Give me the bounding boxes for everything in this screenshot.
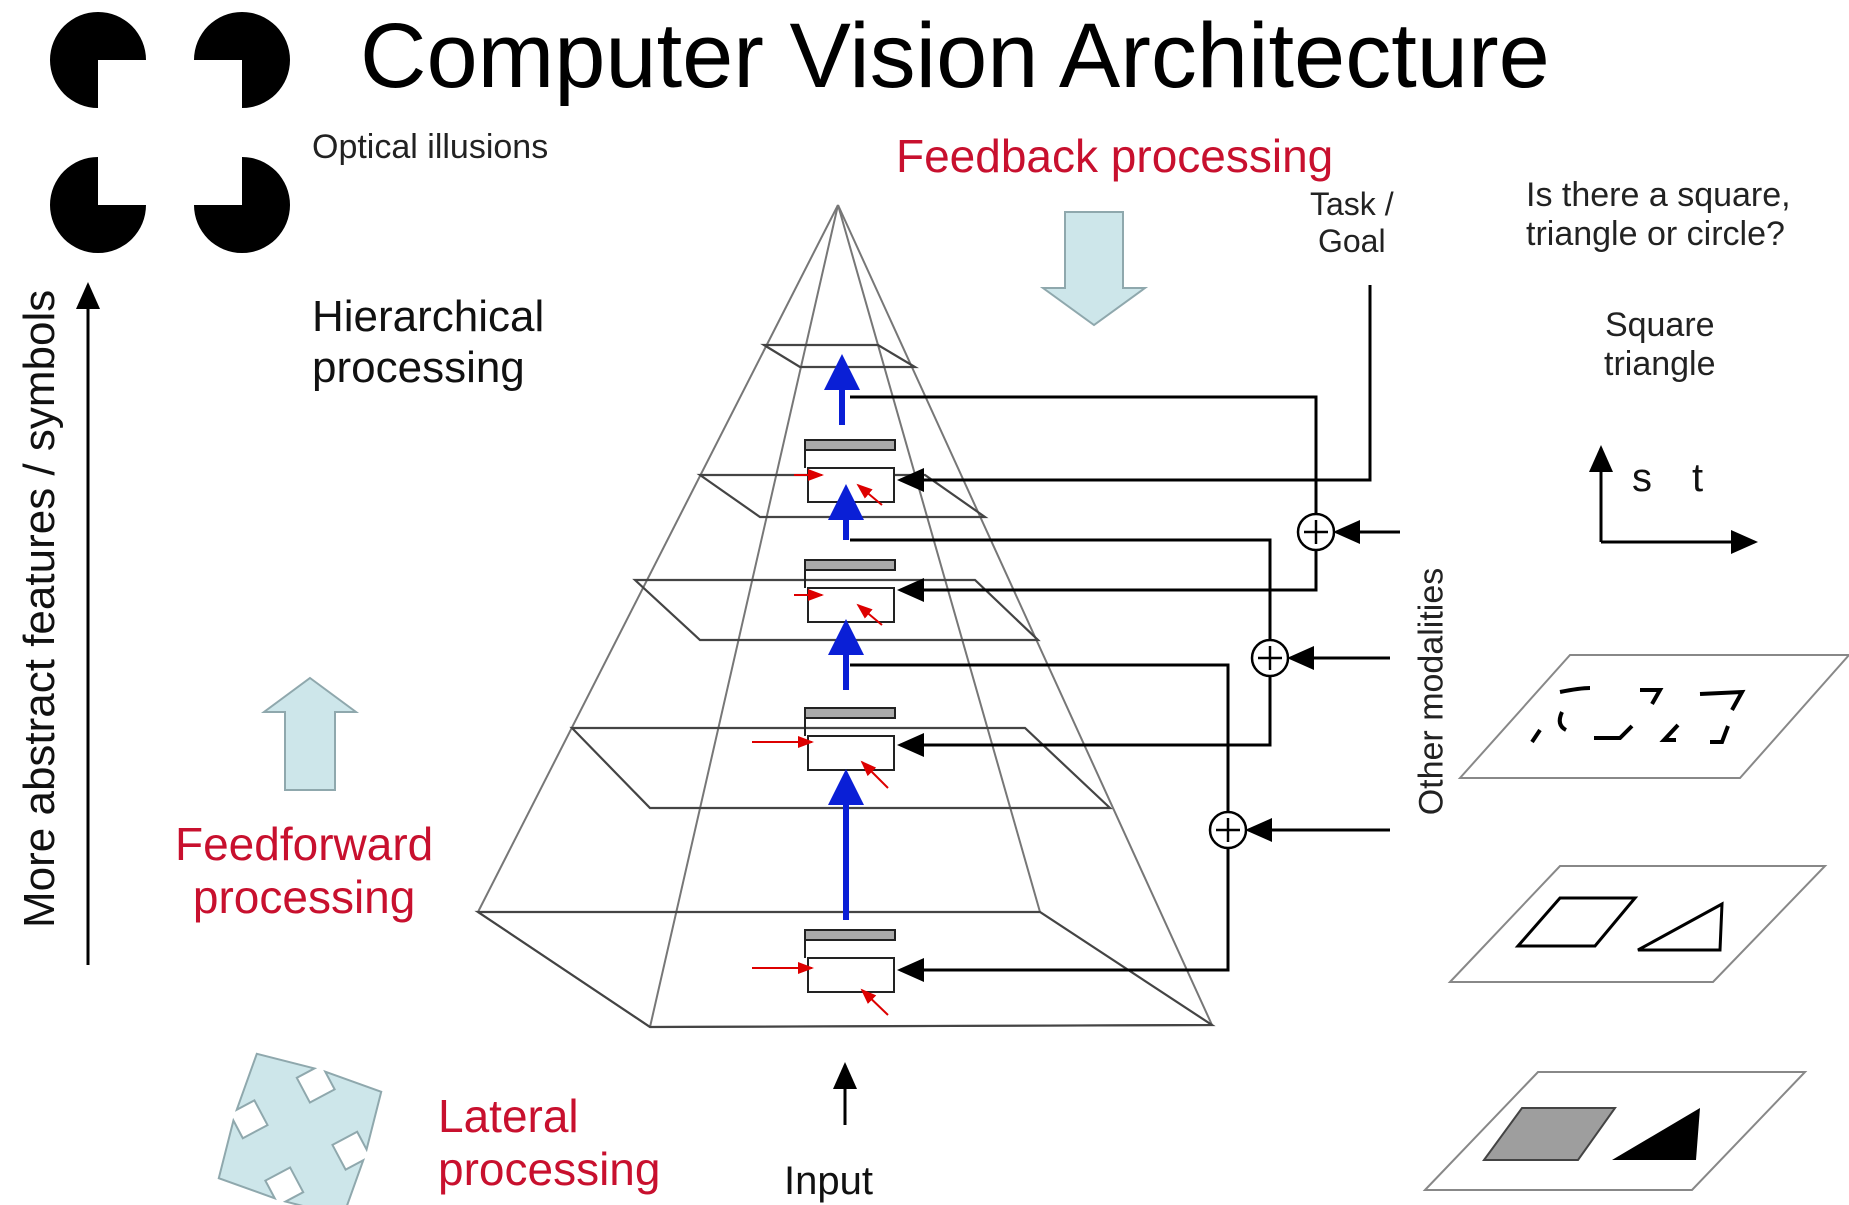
filled-plane (1422, 1071, 1808, 1191)
layer-plane (760, 343, 920, 369)
processing-unit (804, 439, 896, 503)
answer-label: Square triangle (1604, 306, 1716, 384)
feedback-lines (850, 285, 1400, 982)
processing-units (804, 439, 896, 993)
sum-node-icon (1208, 810, 1248, 850)
task-goal-label: Task / Goal (1310, 186, 1394, 259)
feedback-processing-label: Feedback processing (896, 130, 1334, 182)
layer-plane (474, 910, 1216, 1029)
lateral-red-arrows (752, 469, 889, 1016)
s-t-axes (1589, 445, 1758, 554)
sum-node-icon (1296, 512, 1336, 552)
processing-unit (804, 929, 896, 993)
lateral-cross-arrow (217, 1052, 383, 1205)
abstract-features-label: More abstract features / symbols (15, 289, 64, 928)
input-label: Input (784, 1159, 873, 1203)
outline-plane (1447, 865, 1828, 983)
layer-plane (632, 578, 1041, 642)
feedforward-processing-label: Feedforward processing (175, 818, 434, 923)
layer-plane (569, 726, 1113, 810)
other-modalities-label: Other modalities (1412, 567, 1451, 816)
feedback-down-arrow (1039, 211, 1149, 327)
contour-plane (1457, 654, 1849, 779)
summation-nodes (1208, 512, 1336, 850)
sum-node-icon (1250, 638, 1290, 678)
optical-illusions-label: Optical illusions (312, 128, 549, 166)
page-title: Computer Vision Architecture (360, 5, 1550, 107)
processing-unit (804, 559, 896, 623)
question-label: Is there a square, triangle or circle? (1526, 176, 1791, 254)
lateral-processing-label: Lateral processing (438, 1090, 661, 1195)
hierarchical-processing-label: Hierarchical processing (312, 292, 545, 392)
processing-unit (804, 707, 896, 771)
axis-t-label: t (1692, 456, 1704, 500)
feedforward-up-arrow (260, 676, 360, 791)
axis-s-label: s (1632, 456, 1652, 500)
feedforward-arrows (824, 354, 864, 920)
kanizsa-illusion-icon (50, 12, 290, 253)
